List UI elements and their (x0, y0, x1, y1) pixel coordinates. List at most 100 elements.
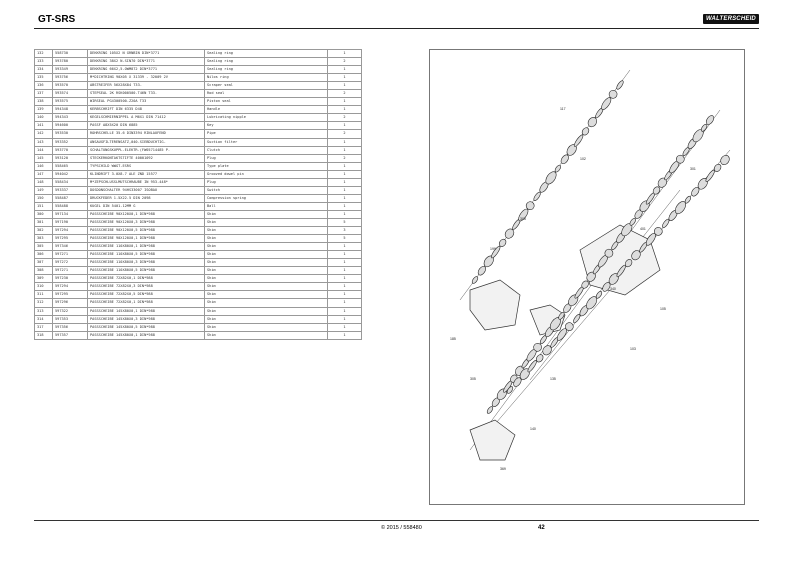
cell-qty: 1 (327, 169, 362, 179)
gear-disc (536, 354, 544, 363)
gear-disc (631, 250, 641, 261)
cell-pos: 151 (34, 201, 53, 211)
cell-num: 597295 (52, 290, 88, 300)
cell-pos: 138 (34, 97, 53, 107)
cell-en: Rod seal (204, 89, 328, 99)
gear-disc (560, 154, 569, 165)
cell-desc: ANSAUGFILTERENSATZ,040-SIEBDUCHTIG- (87, 137, 205, 147)
gear-disc (700, 124, 708, 132)
cell-num: 597190 (52, 217, 88, 228)
cell-qty: 2 (327, 153, 362, 163)
cell-pos: 137 (34, 89, 53, 99)
cell-en: Shim (204, 209, 328, 219)
cell-num: 597296 (52, 298, 88, 308)
cell-en: Nilos ring (204, 73, 328, 83)
cell-num: 597294 (52, 282, 88, 292)
cell-desc: PASSSCHEIBE 110X80X0,3 DIN*988 (87, 258, 205, 268)
cell-num: 558488 (52, 201, 88, 211)
cell-qty: 1 (327, 185, 362, 195)
cell-en: Handle (204, 105, 328, 115)
gear-disc (518, 208, 529, 222)
cell-pos: 301 (34, 217, 53, 228)
cell-num: 597294 (52, 226, 88, 236)
cell-num: 558730 (52, 48, 88, 59)
cell-pos: 310 (34, 282, 53, 292)
gear-disc (581, 127, 590, 136)
cell-pos: 303 (34, 234, 53, 244)
cell-desc: SCHALTUNGSKUPPL.ELEKTR.(FW05714485 P- (87, 145, 205, 155)
gear-disc (604, 248, 614, 258)
cell-desc: PASSSCHEIBE 145X80X0,5 DIN*988 (87, 322, 205, 332)
gear-disc (705, 169, 715, 183)
page-number: 42 (538, 525, 545, 531)
header-rule (34, 28, 759, 29)
cell-num: 597295 (52, 234, 88, 244)
gear-disc (525, 201, 535, 210)
cell-qty: 1 (327, 242, 362, 252)
cell-en: Suction filter (204, 137, 328, 147)
cell-qty: 1 (327, 274, 362, 284)
cell-en: Key (204, 121, 328, 131)
cell-qty: 1 (327, 105, 362, 115)
cell-qty: 1 (327, 290, 362, 300)
cell-desc: PASSSCHEIBE 110X80X0,5 DIN*988 (87, 250, 205, 260)
cell-qty: 1 (327, 73, 362, 83)
part-callout: 117 (560, 107, 566, 111)
cell-en: Shim (204, 314, 328, 324)
gear-disc (471, 276, 479, 284)
cell-en: Compression spring (204, 193, 328, 203)
cell-desc: KLINDRIFT 3.0X8.7 ALE ZND 15577 (87, 169, 205, 179)
cell-qty: 5 (327, 234, 362, 244)
cell-desc: PASSSCHEIBE 145X80X0,1 DIN*988 (87, 330, 205, 340)
cell-en: Shim (204, 290, 328, 300)
cell-num: 593120 (52, 153, 88, 163)
cell-qty: 1 (327, 298, 362, 308)
cell-desc: M*ZEPSCHLUSSLMUTSCHRAUBE IN 953-448* (87, 177, 205, 187)
cell-en: Plug (204, 153, 328, 163)
cell-pos: 308 (34, 266, 53, 276)
cell-qty: 1 (327, 258, 362, 268)
gear-disc (713, 163, 722, 172)
cell-num: 597356 (52, 322, 88, 332)
gear-disc (554, 164, 562, 173)
gear-components (471, 80, 730, 414)
cell-qty: 1 (327, 177, 362, 187)
cell-num: 593770 (52, 145, 88, 155)
cell-pos: 311 (34, 290, 53, 300)
cell-qty: 1 (327, 322, 362, 332)
cell-en: Sealing ring (204, 48, 328, 59)
part-callout: 301 (690, 167, 696, 171)
cell-pos: 132 (34, 48, 53, 59)
cell-pos: 145 (34, 153, 53, 163)
cell-en: Shim (204, 226, 328, 236)
cell-en: Clutch (204, 145, 328, 155)
cell-qty: 1 (327, 314, 362, 324)
cell-pos: 318 (34, 330, 53, 340)
cell-pos: 314 (34, 314, 53, 324)
cell-desc: PASSSCHEIBE 90X120X0,1 DIN*988 (87, 234, 205, 244)
cell-qty: 1 (327, 282, 362, 292)
cell-pos: 136 (34, 81, 53, 91)
cell-num: 593570 (52, 81, 88, 91)
cell-desc: M*DICHTRING 90X05 X 31339 - 32009 2V (87, 73, 205, 83)
cell-pos: 313 (34, 306, 53, 316)
gear-disc (608, 89, 618, 99)
part-callout: 303 (520, 217, 526, 221)
cell-num: 558487 (52, 193, 88, 203)
cell-desc: PASSSCHEIBE 145X80X0,3 DIN*988 (87, 314, 205, 324)
cell-en: Grooved dowel pin (204, 169, 328, 179)
